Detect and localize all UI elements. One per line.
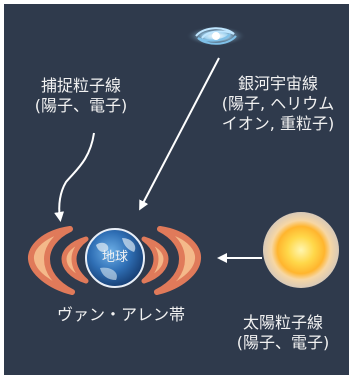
solar-particle-label: 太陽粒子線 (陽子、電子)	[218, 313, 348, 353]
trapped-particle-detail: (陽子、電子)	[34, 96, 128, 115]
earth-label: 地球	[101, 250, 128, 265]
galactic-cosmic-ray-label: 銀河宇宙線 (陽子, ヘリウム イオン, 重粒子)	[208, 74, 348, 134]
galactic-cosmic-ray-detail-1: (陽子, ヘリウム	[221, 94, 335, 113]
van-allen-belt-right	[141, 226, 201, 295]
cosmic-ray-arrow	[139, 57, 220, 211]
van-allen-belt-label: ヴァン・アレン帯	[56, 305, 185, 324]
galaxy-icon	[186, 26, 246, 46]
solar-particle-title: 太陽粒子線	[242, 313, 323, 332]
solar-particle-detail: (陽子、電子)	[236, 333, 330, 352]
trapped-particle-arrow	[54, 132, 95, 222]
earth-icon	[85, 228, 145, 288]
galactic-cosmic-ray-title: 銀河宇宙線	[237, 74, 318, 93]
trapped-particle-title: 捕捉粒子線	[40, 76, 121, 95]
sun-icon	[263, 212, 339, 288]
galactic-cosmic-ray-detail-2: イオン, 重粒子)	[221, 114, 335, 133]
van-allen-belt-left	[28, 226, 89, 295]
trapped-particle-label: 捕捉粒子線 (陽子、電子)	[6, 76, 156, 116]
